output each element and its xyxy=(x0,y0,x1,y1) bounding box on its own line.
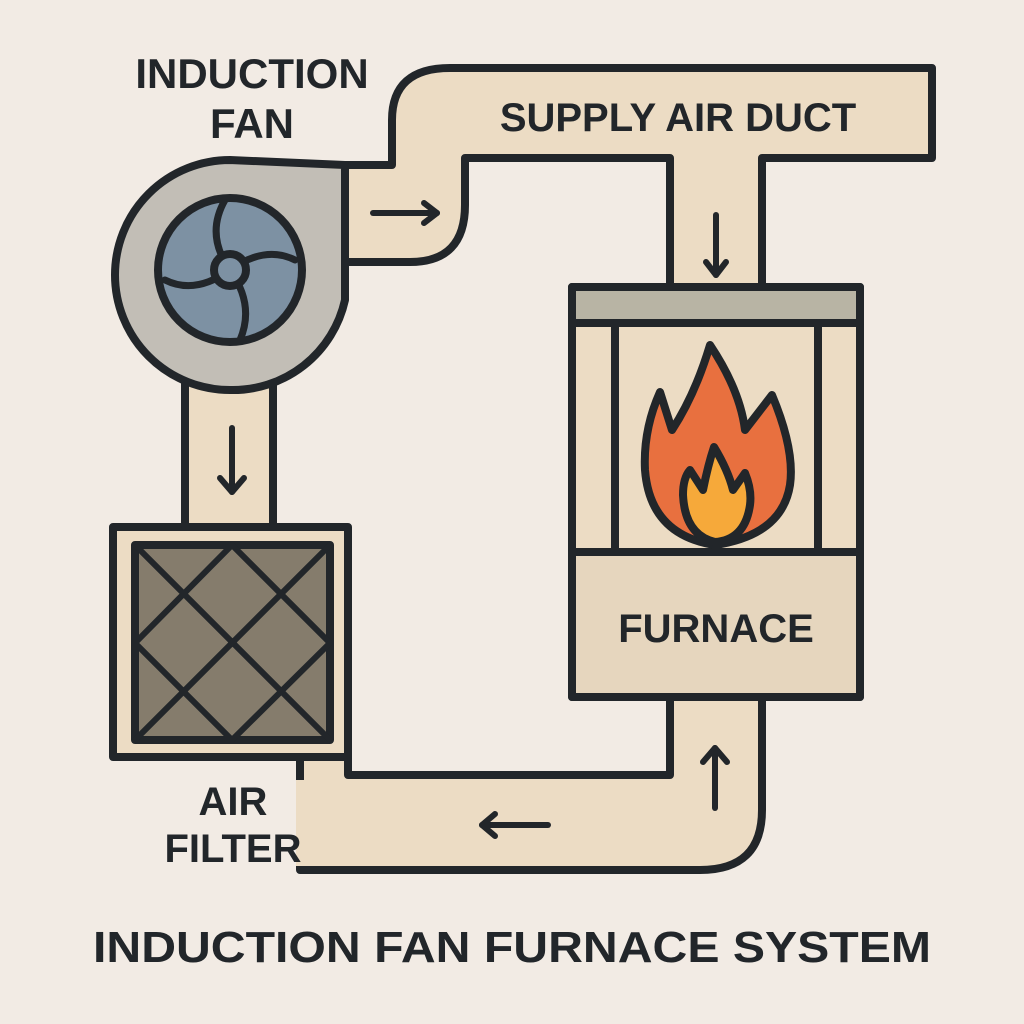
return-duct xyxy=(296,693,766,874)
furnace-base xyxy=(568,548,864,701)
induction-fan-label-line2: FAN xyxy=(210,100,294,147)
arrow-right-icon xyxy=(370,200,440,226)
fan-hub xyxy=(210,250,250,290)
furnace-top-band xyxy=(568,283,864,327)
arrow-up-return-icon xyxy=(700,745,730,811)
arrow-down-supply-icon xyxy=(703,212,729,278)
air-filter-label-line1: AIR xyxy=(199,780,268,824)
air-filter-label-line2: FILTER xyxy=(164,827,301,871)
arrow-down-filter-icon xyxy=(217,425,247,495)
arrow-left-return-icon xyxy=(479,811,551,839)
induction-fan-label-line1: INDUCTION xyxy=(135,50,368,97)
air-filter-grid xyxy=(132,542,333,743)
diagram-title: INDUCTION FAN FURNACE SYSTEM xyxy=(93,923,931,972)
supply-air-duct-label: SUPPLY AIR DUCT xyxy=(500,96,856,140)
flame-inner-icon xyxy=(679,443,755,546)
furnace-label: FURNACE xyxy=(618,607,814,651)
